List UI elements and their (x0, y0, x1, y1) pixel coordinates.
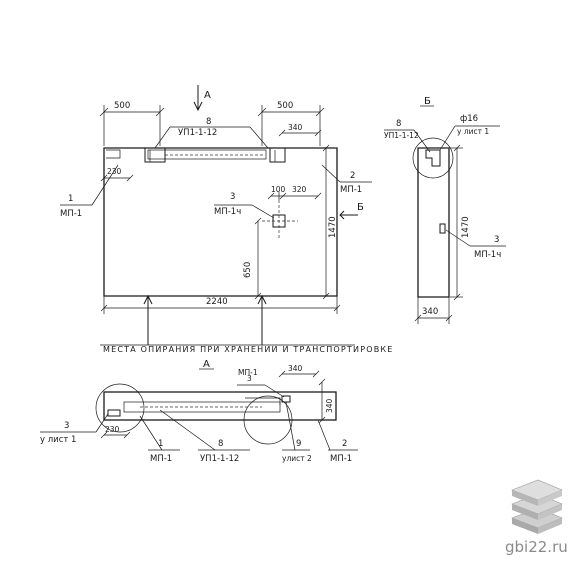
plan-bottom-code-1: МП-1 (150, 454, 172, 464)
plan-bottom-num-4: 2 (342, 439, 347, 449)
plan-dim-340: 340 (288, 364, 303, 373)
plan-bottom-code-3: улист 2 (282, 454, 312, 463)
section-outline (417, 147, 450, 298)
plan-detail-circle-left (95, 383, 145, 433)
plan-dim-230: 230 (105, 425, 120, 434)
ref-right-code: МП-1 (340, 185, 362, 195)
part-8-code: УП1-1-12 (178, 128, 217, 138)
support-caption: МЕСТА ОПИРАНИЯ ПРИ ХРАНЕНИИ И ТРАНСПОРТИ… (103, 345, 394, 354)
sheet-ref: у лист 1 (457, 127, 489, 136)
view-a-label: A (204, 90, 211, 101)
dim-320: 320 (292, 185, 307, 194)
plan-detail-circle-right (243, 395, 293, 445)
front-view: 500 A 8 УП1-1-12 500 340 230 1 МП-1 2 (60, 85, 394, 354)
loop-section (425, 149, 441, 167)
plan-left-code: у лист 1 (40, 435, 76, 445)
left-corner-detail (106, 149, 121, 159)
section-ref-code: МП-1ч (474, 250, 501, 260)
plan-a-title: А (203, 359, 210, 370)
plan-bottom-code-4: МП-1 (330, 454, 352, 464)
plan-left-plate (107, 409, 121, 417)
dim-230: 230 (107, 167, 122, 176)
ref-left-code: МП-1 (60, 209, 82, 219)
plan-bottom-num-1: 1 (158, 439, 163, 449)
plan-bottom-code-2: УП1-1-12 (200, 454, 239, 464)
section-b-marker: Б (357, 202, 364, 213)
section-width-340: 340 (422, 307, 438, 317)
plan-dim-340-vertical: 340 (325, 398, 334, 413)
section-ref-num: 3 (494, 235, 499, 245)
part-8-label: 8 (206, 117, 211, 127)
plan-bottom-num-3: 9 (296, 439, 301, 449)
block-outline (103, 147, 338, 297)
section-plate (439, 223, 446, 234)
section-b-title: Б (424, 96, 431, 107)
plan-outline (103, 391, 337, 421)
detail-circle (412, 137, 454, 179)
watermark-text: gbi22.ru (505, 538, 568, 556)
steel-spec: ф16 (460, 114, 478, 124)
plan-top-ref-num: 3 (247, 374, 252, 383)
ref-right-num: 2 (350, 171, 355, 181)
ref-center-code: МП-1ч (214, 207, 241, 217)
stack-logo-icon (511, 479, 563, 534)
lifting-loop-channel (104, 147, 337, 163)
section-part-num: 8 (396, 119, 401, 129)
plan-bottom-num-2: 8 (218, 439, 223, 449)
height-1470: 1470 (328, 216, 338, 238)
width-2240: 2240 (206, 297, 228, 307)
dim-340-top: 340 (288, 123, 303, 132)
section-part-code: УП1-1-12 (384, 131, 419, 140)
dim-100: 100 (271, 185, 286, 194)
plan-loop-channel (123, 401, 281, 413)
watermark-logo: gbi22.ru (505, 479, 568, 556)
plan-top-ref-code: МП-1 (238, 368, 258, 377)
dim-500-right: 500 (277, 101, 293, 111)
plan-left-num: 3 (64, 421, 69, 431)
plan-a-view: А 3 МП-1 340 340 3 у лист 1 230 (40, 359, 358, 464)
section-b-view: Б 8 УП1-1-12 ф16 у лист 1 1470 3 МП-1ч 3… (384, 96, 506, 324)
section-height-1470: 1470 (461, 216, 471, 238)
loop-recess (147, 149, 267, 160)
dim-500-left: 500 (114, 101, 130, 111)
ref-center-num: 3 (230, 192, 235, 202)
dim-650: 650 (243, 262, 253, 278)
ref-left-num: 1 (68, 194, 73, 204)
